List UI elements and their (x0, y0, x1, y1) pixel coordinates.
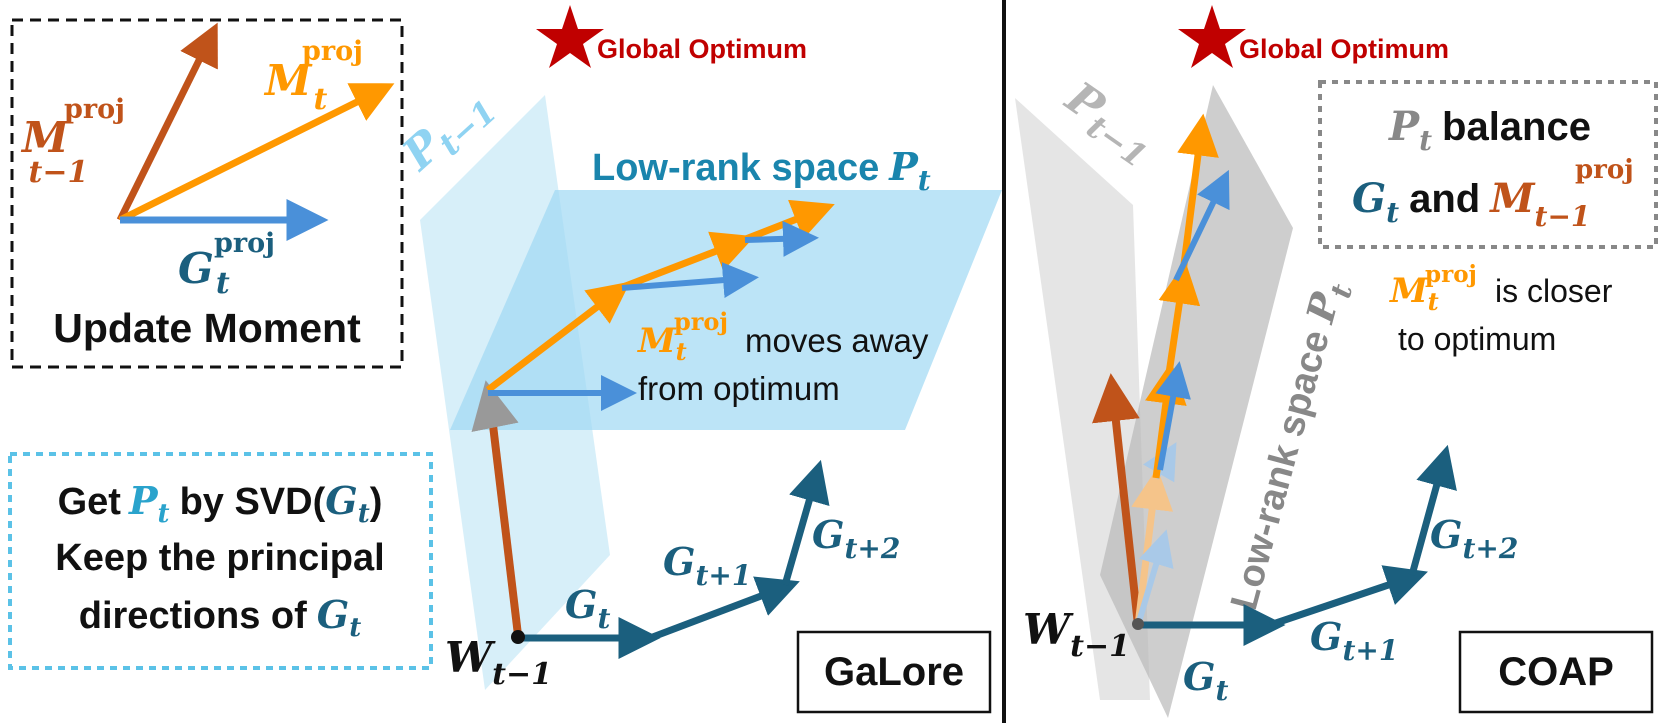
coap-closer-text-1: is closer (1495, 273, 1613, 309)
galore-g-t1-label: Gt+1 (663, 539, 751, 592)
galore-g-t-label: Gt (565, 582, 610, 635)
svd-line-2: Keep the principal (55, 537, 384, 579)
update-moment-box (10, 18, 404, 369)
coap-method-label: COAP (1498, 650, 1614, 694)
galore-g-t2-label: Gt+2 (812, 512, 900, 565)
galore-method-label: GaLore (824, 650, 964, 694)
coap-w-label: Wt−1 (1023, 605, 1130, 664)
coap-balance-box (1318, 80, 1658, 249)
galore-w-point (511, 630, 525, 644)
coap-w-point (1132, 618, 1144, 630)
galore-w-label: Wt−1 (445, 633, 552, 692)
coap-closer-sup: proj (1425, 261, 1477, 288)
legend-m-proj-sup: proj (302, 36, 363, 67)
coap-g-t2-arrow (1408, 444, 1457, 576)
svd-box (8, 452, 433, 670)
coap-closer-symbol: Mt (1389, 271, 1439, 316)
legend-g-proj-label: Gt (178, 244, 230, 301)
coap-gproj-faded-1 (1135, 529, 1174, 626)
legend-g-proj-sup: proj (214, 228, 275, 259)
coap-gproj-2 (1173, 169, 1230, 282)
legend-m-proj-arrow (118, 83, 395, 224)
galore-m-seg-1 (485, 281, 631, 393)
coap-g-t2-label: Gt+2 (1430, 512, 1518, 565)
coap-gproj-1 (1155, 361, 1191, 471)
coap-closer-text-2: to optimum (1398, 321, 1556, 357)
legend-title: Update Moment (53, 305, 361, 351)
legend-m-prev-arrow (116, 22, 218, 222)
galore-optimum-label: Global Optimum (597, 34, 807, 64)
galore-m-seg-2 (608, 231, 755, 296)
coap-optimum-label: Global Optimum (1239, 34, 1449, 64)
galore-gproj-3 (744, 220, 819, 257)
galore-m-note-text-2: from optimum (638, 370, 840, 407)
coap-g-t1-label: Gt+1 (1310, 614, 1398, 667)
galore-m-note-text-1: moves away (745, 322, 929, 359)
galore-method-box (796, 630, 992, 714)
galore-g-t1-arrow (648, 576, 800, 642)
galore-gproj-2 (621, 262, 759, 299)
galore-m-note-symbol: Mt (637, 321, 687, 366)
coap-optimum-star (1178, 5, 1246, 68)
galore-g-t2-arrow (781, 459, 830, 586)
legend-m-prev-sup: proj (64, 94, 125, 125)
coap-g-t1-arrow (1268, 565, 1428, 629)
galore-m-seg-3 (736, 199, 835, 246)
galore-m-prev-arrow (486, 399, 522, 636)
galore-optimum-star (536, 5, 604, 68)
coap-balance-m-sup: proj (1575, 155, 1634, 185)
coap-method-box (1458, 630, 1654, 714)
legend-m-proj-label: Mt (263, 56, 328, 117)
galore-plane-lowrank (450, 190, 1002, 430)
coap-m-prev-arrow (1092, 373, 1142, 626)
coap-g-t-label: Gt (1183, 654, 1228, 707)
galore-m-note-sup: proj (674, 307, 728, 336)
